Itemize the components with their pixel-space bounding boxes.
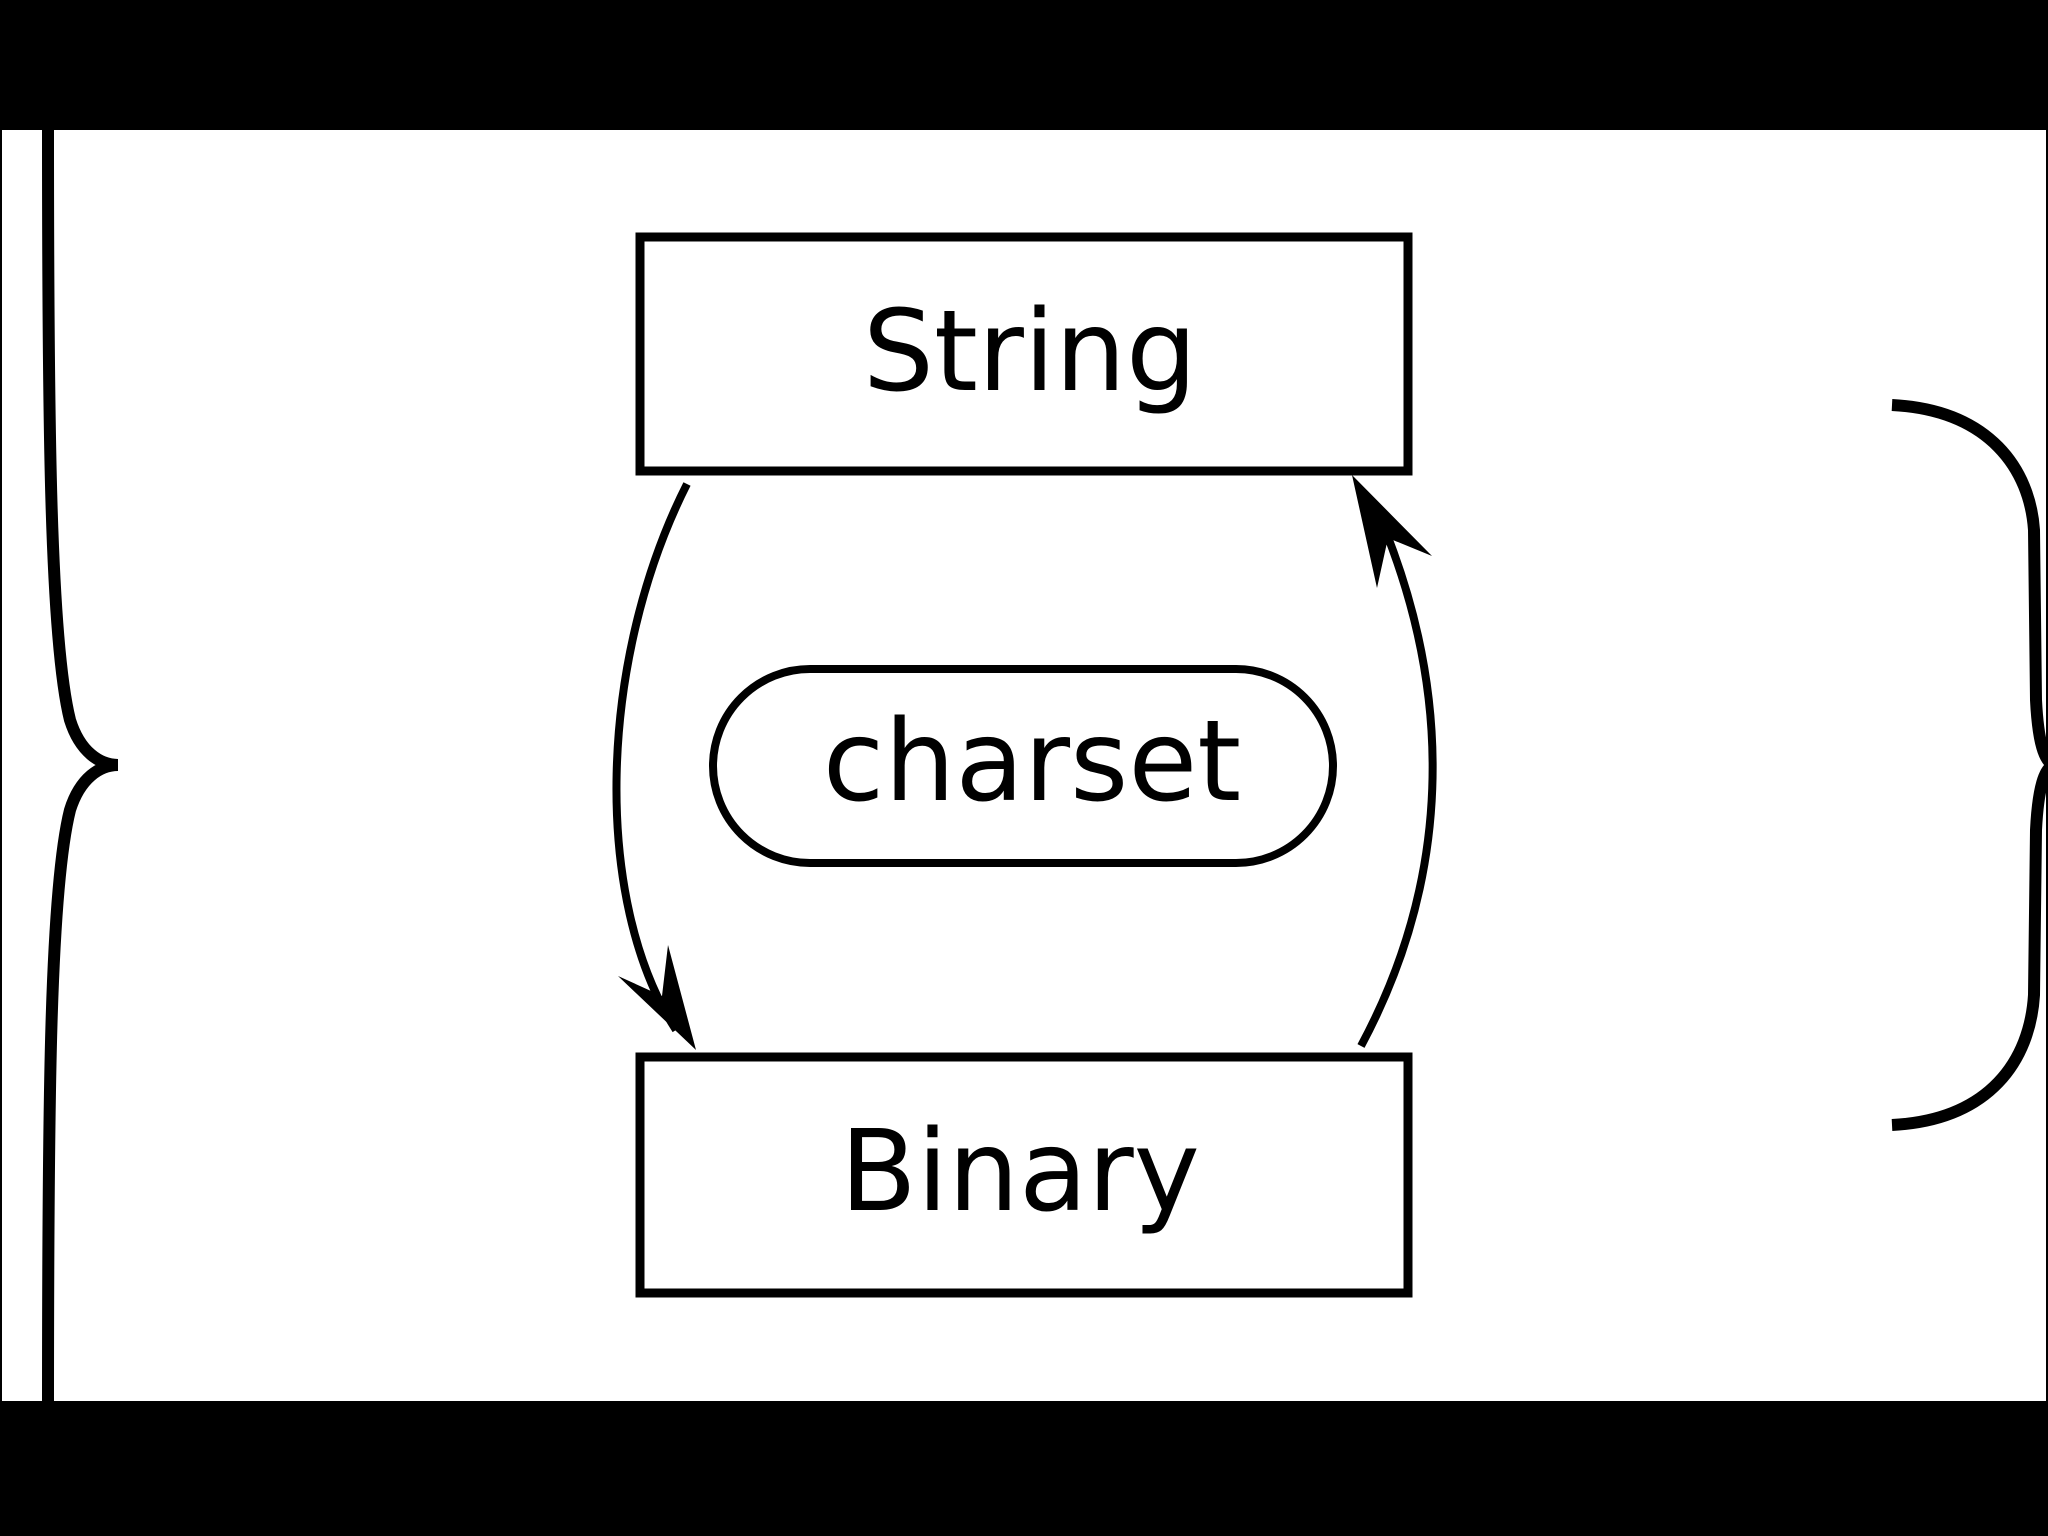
arrowhead-up-icon: [1352, 475, 1432, 588]
string-node-label: String: [863, 287, 1197, 417]
binary-node: Binary: [635, 1052, 1413, 1298]
arrow-binary-to-string: [1352, 475, 1437, 1048]
charset-node-label: charset: [823, 697, 1241, 827]
arrow-string-to-binary: [612, 482, 696, 1050]
charset-node: charset: [709, 665, 1337, 867]
arrowhead-down-icon: [618, 945, 696, 1050]
left-curly-brace: [42, 127, 119, 1411]
left-edge-line: [0, 0, 2, 1536]
string-node: String: [635, 232, 1413, 476]
binary-node-label: Binary: [840, 1107, 1200, 1237]
right-curly-brace: [1891, 399, 2048, 1131]
top-black-bar: [0, 0, 2048, 130]
bottom-black-bar: [0, 1401, 2048, 1536]
